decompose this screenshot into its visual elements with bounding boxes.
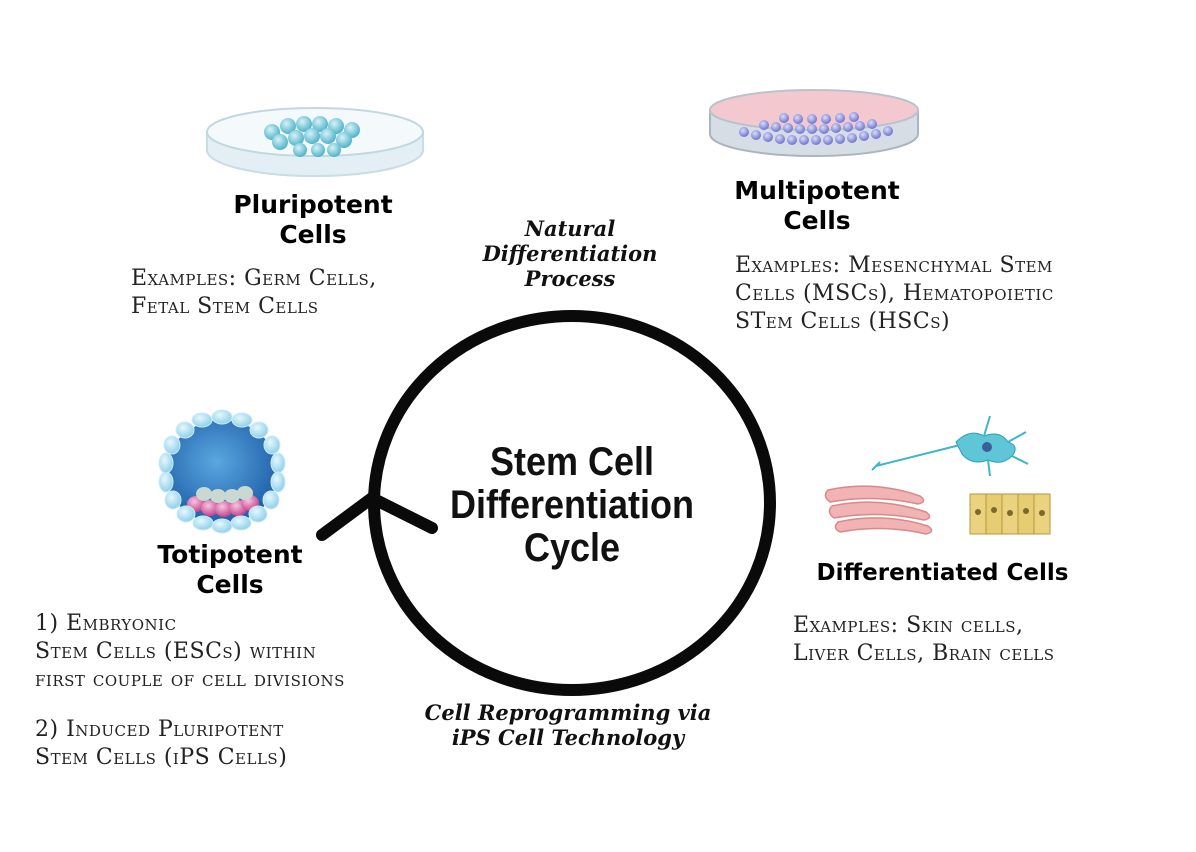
totipotent-heading: Totipotent Cells bbox=[125, 540, 335, 600]
heading-line: Differentiated Cells bbox=[816, 560, 1069, 586]
totipotent-examples-1: 1) Embryonic Stem Cells (ESCs) within fi… bbox=[35, 610, 415, 694]
heading-line: Cells bbox=[279, 220, 347, 249]
example-line: 1) Embryonic bbox=[35, 611, 177, 636]
example-line: Examples: Mesenchymal Stem bbox=[735, 253, 1053, 278]
example-line: Examples: Skin cells, bbox=[793, 613, 1024, 638]
heading-line: Multipotent bbox=[734, 176, 900, 205]
skin-cells-icon bbox=[969, 493, 1051, 535]
muscle-cells-icon bbox=[824, 485, 933, 535]
title-line: Differentiation bbox=[449, 483, 695, 527]
heading-line: Totipotent bbox=[157, 540, 303, 569]
totipotent-examples-2: 2) Induced Pluripotent Stem Cells (iPS C… bbox=[35, 716, 415, 772]
example-line: first couple of cell divisions bbox=[35, 667, 345, 692]
example-line: STem Cells (HSCs) bbox=[735, 309, 951, 334]
example-line: Stem Cells (ESCs) within bbox=[35, 639, 317, 664]
heading-line: Cells bbox=[783, 206, 851, 235]
pluripotent-dish-illustration bbox=[206, 107, 424, 177]
multipotent-examples: Examples: Mesenchymal Stem Cells (MSCs),… bbox=[735, 252, 1175, 336]
title-line: Stem Cell bbox=[489, 440, 655, 484]
multipotent-heading: Multipotent Cells bbox=[712, 176, 922, 236]
cycle-title: Stem Cell Differentiation Cycle bbox=[410, 441, 734, 570]
reprogramming-label: Cell Reprogramming via iPS Cell Technolo… bbox=[418, 700, 718, 750]
heading-line: Pluripotent bbox=[233, 190, 393, 219]
blastocyst-illustration bbox=[158, 409, 286, 534]
example-line: Liver Cells, Brain cells bbox=[793, 641, 1055, 666]
example-line: Stem Cells (iPS Cells) bbox=[35, 745, 288, 770]
pluripotent-examples: Examples: Germ Cells, Fetal Stem Cells bbox=[131, 265, 451, 321]
multipotent-dish-illustration bbox=[709, 89, 919, 157]
process-line: Cell Reprogramming via bbox=[424, 700, 712, 725]
example-line: 2) Induced Pluripotent bbox=[35, 717, 284, 742]
example-line: Cells (MSCs), Hematopoietic bbox=[735, 281, 1054, 306]
example-line: Examples: Germ Cells, bbox=[131, 266, 377, 291]
heading-line: Cells bbox=[196, 570, 264, 599]
cycle-arrowhead bbox=[316, 492, 438, 541]
process-line: Differentiation bbox=[482, 241, 658, 266]
process-line: iPS Cell Technology bbox=[451, 725, 685, 750]
pluripotent-heading: Pluripotent Cells bbox=[208, 190, 418, 250]
natural-process-label: Natural Differentiation Process bbox=[470, 216, 670, 291]
neuron-icon bbox=[871, 415, 1029, 477]
process-line: Natural bbox=[524, 216, 616, 241]
differentiated-examples: Examples: Skin cells, Liver Cells, Brain… bbox=[793, 612, 1153, 668]
example-line: Fetal Stem Cells bbox=[131, 294, 319, 319]
differentiated-cells-illustration bbox=[824, 415, 1051, 535]
title-line: Cycle bbox=[523, 526, 621, 570]
differentiated-heading: Differentiated Cells bbox=[800, 558, 1085, 588]
process-line: Process bbox=[524, 266, 616, 291]
